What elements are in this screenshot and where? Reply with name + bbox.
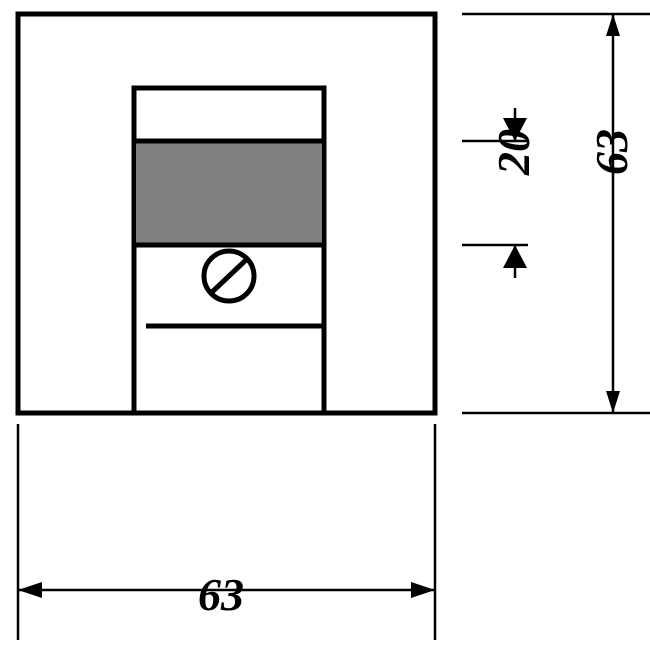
arrow-height-20-bottom [503,245,527,268]
dimension-label-height-20: 20 [488,129,539,175]
arrow-width-63-right [411,582,435,598]
arrow-height-63-bottom [606,391,620,413]
arrow-height-63-top [606,14,620,36]
grey-insert-band [136,141,322,245]
arrow-height-20-top [503,118,527,141]
dimension-label-height-63: 63 [586,129,637,175]
arrow-width-63-left [18,582,42,598]
screw-slot-line [209,257,249,295]
dimension-label-width-63: 63 [198,569,244,620]
